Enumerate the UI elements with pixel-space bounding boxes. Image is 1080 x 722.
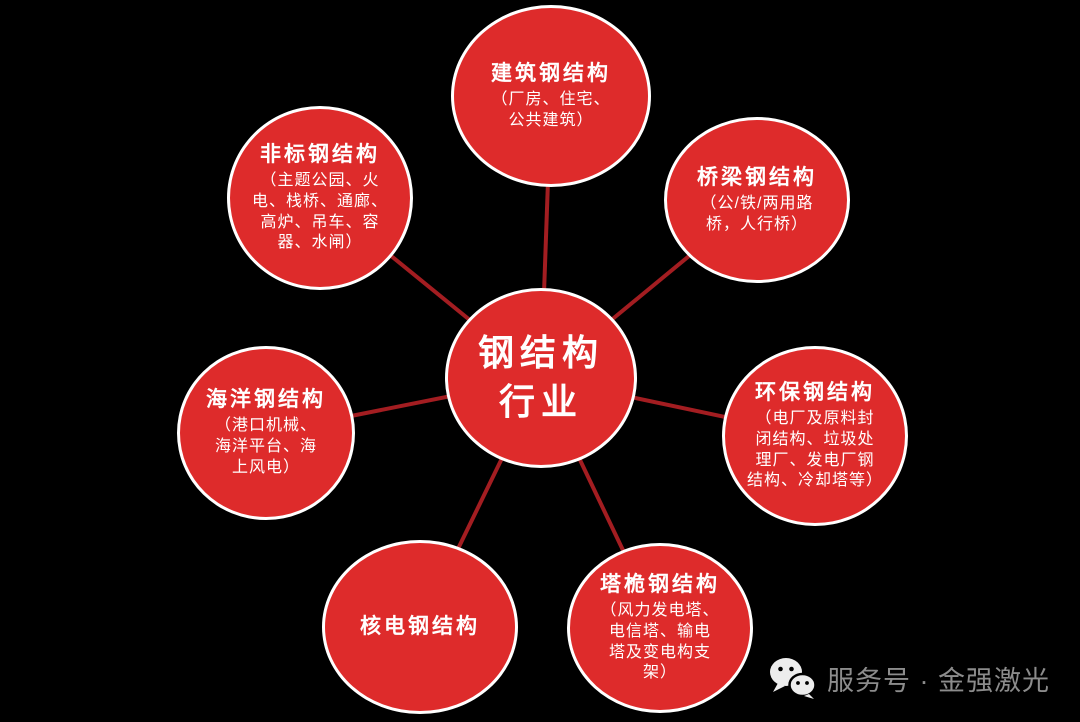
node-marine-steel: 海洋钢结构 （港口机械、 海洋平台、海 上风电） (177, 346, 355, 520)
node-title: 非标钢结构 (260, 142, 380, 166)
node-non-standard-steel: 非标钢结构 （主题公园、火 电、栈桥、通廊、 高炉、吊车、容 器、水闸） (227, 106, 413, 290)
node-subtitle: （主题公园、火 电、栈桥、通廊、 高炉、吊车、容 器、水闸） (251, 172, 388, 252)
node-nuclear-steel: 核电钢结构 (322, 540, 518, 714)
hub-steel-industry-circle: 钢结构 行业 (445, 288, 637, 468)
node-title: 核电钢结构 (360, 614, 480, 638)
node-tower-mast-steel: 塔桅钢结构 （风力发电塔、 电信塔、输电 塔及变电构支 架） (567, 543, 753, 713)
node-subtitle: （公/铁/两用路 桥，人行桥） (700, 194, 814, 233)
node-title: 塔桅钢结构 (600, 572, 720, 596)
node-subtitle: （港口机械、 海洋平台、海 上风电） (214, 417, 317, 477)
node-building-steel: 建筑钢结构 （厂房、住宅、 公共建筑） (451, 5, 651, 187)
node-title: 海洋钢结构 (206, 388, 326, 412)
node-subtitle: （厂房、住宅、 公共建筑） (491, 90, 611, 129)
wechat-icon (770, 658, 817, 699)
node-title: 桥梁钢结构 (697, 165, 817, 189)
node-subtitle: （风力发电塔、 电信塔、输电 塔及变电构支 架） (600, 602, 720, 682)
watermark: 服务号 · 金强激光 (769, 656, 1050, 700)
node-subtitle: （电厂及原料封 闭结构、垃圾处 理厂、发电厂钢 结构、冷却塔等） (746, 410, 883, 490)
node-title: 建筑钢结构 (491, 61, 611, 85)
node-bridge-steel: 桥梁钢结构 （公/铁/两用路 桥，人行桥） (664, 117, 850, 283)
node-environmental-steel: 环保钢结构 （电厂及原料封 闭结构、垃圾处 理厂、发电厂钢 结构、冷却塔等） (722, 346, 908, 526)
watermark-label: 服务号 · 金强激光 (827, 665, 1050, 696)
node-title: 环保钢结构 (755, 380, 875, 404)
hub-title: 钢结构 行业 (477, 332, 604, 422)
